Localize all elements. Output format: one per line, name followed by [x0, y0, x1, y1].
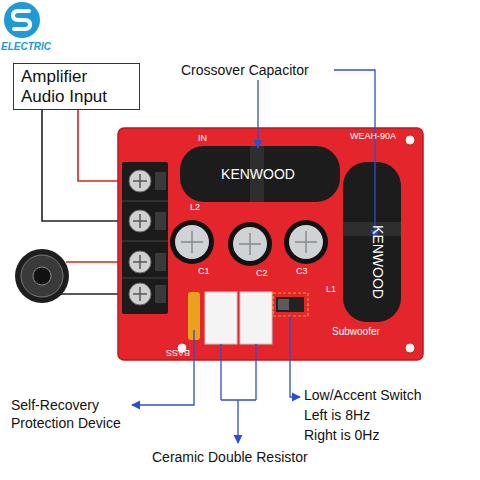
- callout-text: Low/Accent Switch: [304, 386, 422, 404]
- capacitor-vent: [239, 233, 261, 255]
- electrolytic-capacitors: [170, 220, 328, 266]
- mount-hole: [405, 135, 415, 145]
- terminal-divider: [122, 201, 168, 202]
- speaker-rim: [15, 249, 69, 303]
- terminal-body: [122, 162, 168, 314]
- capacitor-can: [228, 222, 272, 266]
- terminal-socket: [155, 212, 166, 230]
- leader-line: [334, 70, 375, 238]
- leader-line: [237, 400, 238, 443]
- capacitor-brand: KENWOOD: [369, 225, 387, 299]
- capacitor-top: [175, 225, 209, 259]
- callout-text: Right is 0Hz: [304, 426, 379, 444]
- mount-hole: [405, 343, 415, 353]
- capacitor-vent: [181, 231, 203, 253]
- switch-highlight: [273, 293, 308, 316]
- terminal-block: [122, 162, 168, 314]
- leader-line: [132, 330, 194, 405]
- ceramic-resistor: [240, 292, 272, 344]
- callout-text: Crossover Capacitor: [181, 61, 309, 79]
- pcb-board: [118, 128, 423, 360]
- callout-text: Left is 8Hz: [304, 406, 370, 424]
- screw-slot: [133, 174, 147, 301]
- board-marking: IN: [198, 133, 207, 145]
- terminal-socket: [155, 285, 166, 303]
- capacitor-vent: [295, 231, 317, 253]
- part-designator: L2: [190, 202, 200, 214]
- terminal-socket: [155, 172, 166, 190]
- capacitor-can: [170, 220, 214, 264]
- callout-text: Ceramic Double Resistor: [152, 448, 308, 466]
- slide-switch: [276, 297, 304, 312]
- capacitor-brand: KENWOOD: [221, 165, 295, 183]
- speaker-icon: [15, 249, 69, 303]
- part-designator: C1: [198, 266, 210, 278]
- capacitor-top: [289, 225, 323, 259]
- ceramic-resistor: [205, 292, 237, 344]
- bracket-line: [221, 344, 256, 400]
- part-designator: C3: [296, 266, 308, 278]
- film-capacitor: [343, 162, 401, 322]
- logo-glyph: [13, 11, 30, 29]
- board-marking: BASS: [166, 346, 190, 358]
- node-label: Amplifier Audio Input: [21, 67, 123, 106]
- terminal-socket: [155, 253, 166, 271]
- capacitor-top: [233, 227, 267, 261]
- capacitor-can: [284, 220, 328, 264]
- logo-badge: [4, 2, 40, 38]
- speaker-dome: [33, 267, 51, 285]
- board-marking: WEAH-90A: [350, 131, 396, 143]
- callout-text: Self-Recovery Protection Device: [11, 396, 133, 432]
- leader-line: [290, 316, 300, 397]
- terminal-divider: [122, 241, 168, 242]
- speaker-cone: [21, 255, 63, 297]
- logo-text: ELECTRIC: [1, 40, 51, 53]
- switch-knob: [278, 299, 289, 310]
- terminal-divider: [122, 278, 168, 279]
- part-designator: L1: [326, 284, 336, 296]
- leader-line: [257, 80, 258, 148]
- board-marking: Subwoofer: [332, 325, 380, 338]
- input-box: Amplifier Audio Input: [13, 63, 140, 110]
- film-capacitor: [180, 146, 340, 202]
- part-designator: C2: [256, 268, 268, 280]
